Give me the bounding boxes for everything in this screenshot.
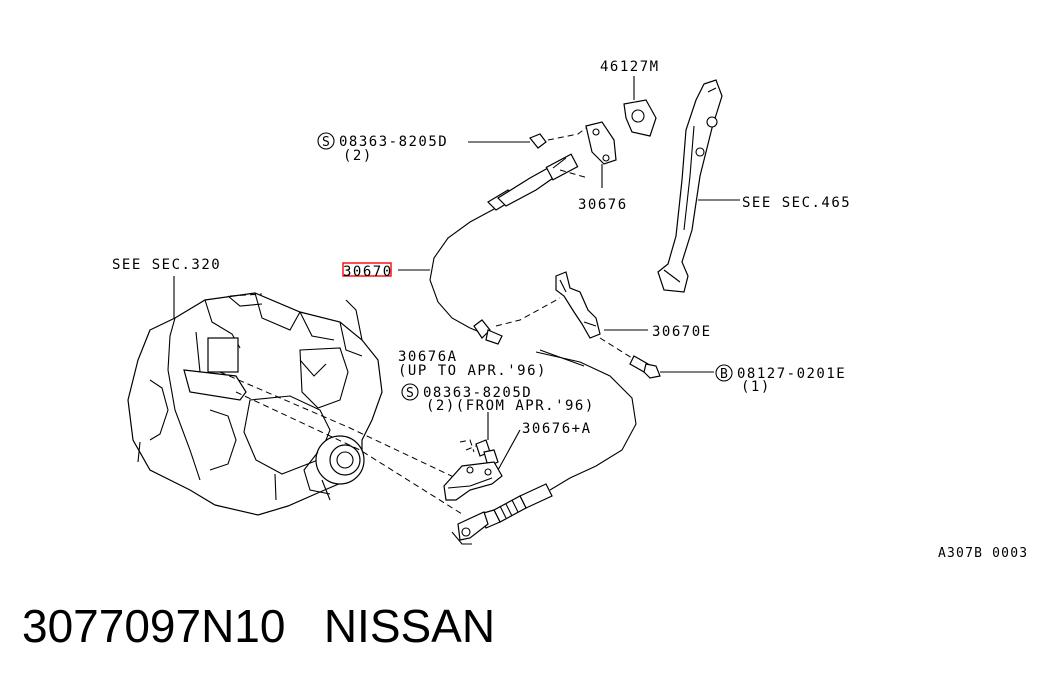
label-see-sec-320: SEE SEC.320: [112, 257, 221, 273]
caption-spacer: [285, 600, 323, 652]
label-30670e: 30670E: [652, 324, 712, 340]
symbol-b-label: B: [720, 367, 729, 382]
label-30676a-note: (UP TO APR.'96): [398, 363, 547, 379]
symbol-s-label-lower: S: [406, 386, 415, 401]
transmission-housing[interactable]: [127, 292, 383, 516]
label-30670[interactable]: 30670: [343, 264, 393, 280]
nut-08363[interactable]: [529, 133, 547, 149]
s-symbol-icon-lower: [401, 383, 419, 401]
drawing-code: A307B 0003: [938, 546, 1028, 561]
label-08127-0201e: 08127-0201E: [737, 366, 846, 382]
pedal-assembly[interactable]: [657, 79, 723, 293]
gasket-46127m[interactable]: [623, 99, 657, 137]
control-cable[interactable]: [429, 153, 637, 545]
label-08363-qty-top: (2): [343, 148, 373, 164]
symbol-s-label: S: [322, 135, 331, 150]
label-30676-plus-a: 30676+A: [522, 421, 592, 437]
bracket-30676a[interactable]: [443, 461, 503, 501]
s-symbol-icon: [317, 132, 335, 150]
label-08363-qty-lower: (2)(FROM APR.'96): [426, 398, 595, 414]
label-30676: 30676: [578, 197, 628, 213]
b-symbol-icon: [715, 364, 733, 382]
label-see-sec-465: SEE SEC.465: [742, 195, 851, 211]
caption-part-number: 3077097N10: [22, 600, 286, 652]
bracket-30670e[interactable]: [555, 271, 601, 339]
bracket-30676[interactable]: [585, 121, 617, 165]
caption-brand: NISSAN: [323, 600, 496, 652]
caption-bar: 3077097N10 NISSAN: [22, 596, 495, 656]
highlight-box: [342, 262, 392, 277]
label-46127m: 46127M: [600, 59, 660, 75]
label-08363-8205d-top: 08363-8205D: [339, 134, 448, 150]
label-08363-8205d-lower: 08363-8205D: [423, 385, 532, 401]
label-30676a: 30676A: [398, 349, 458, 365]
label-08127-qty: (1): [741, 379, 771, 395]
